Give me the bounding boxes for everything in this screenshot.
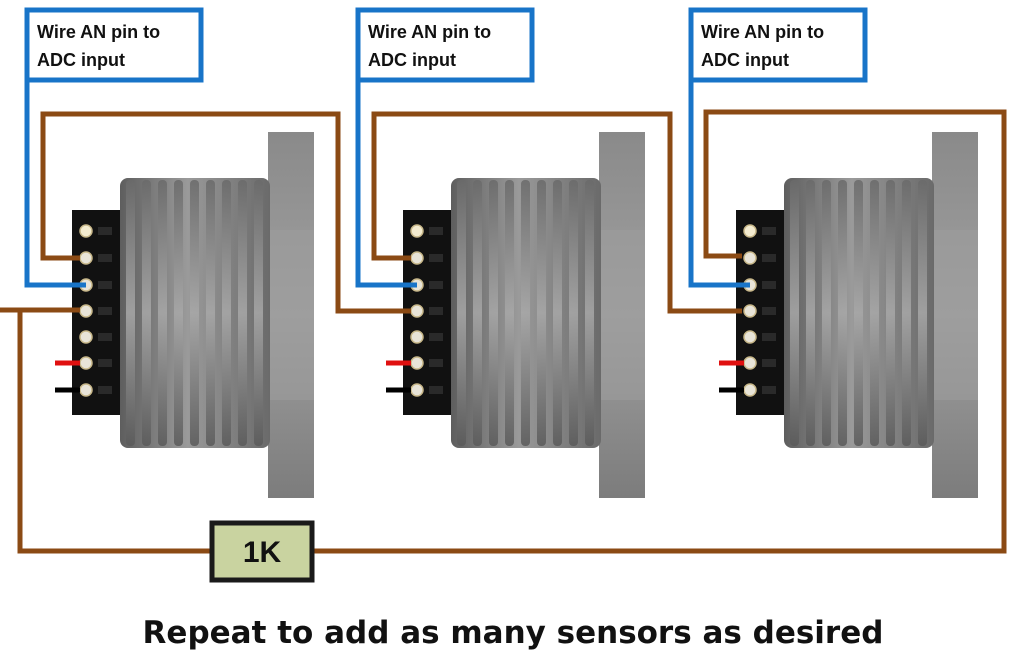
an-label-line1: Wire AN pin to [368, 22, 491, 42]
sensor-pcb-header [736, 210, 784, 415]
an-wire [355, 80, 417, 288]
pin-pad [79, 304, 93, 318]
pin-pad [743, 330, 757, 344]
pin-pad [410, 383, 424, 397]
caption: Repeat to add as many sensors as desired [143, 615, 884, 651]
pin-pad [743, 356, 757, 370]
resistor: 1K [209, 520, 315, 583]
pin-pad [79, 383, 93, 397]
chain-wire-1-2 [40, 111, 411, 314]
an-wire [688, 80, 750, 288]
an-wire [24, 80, 86, 288]
pin-pad [79, 251, 93, 265]
an-label-box [688, 7, 868, 83]
pin-pad [410, 251, 424, 265]
an-label-line1: Wire AN pin to [701, 22, 824, 42]
chain-wire-2-3 [371, 111, 742, 314]
sensor-unit-2: Wire AN pin to ADC input [355, 7, 645, 498]
sensor-unit-3: Wire AN pin to ADC input [688, 7, 978, 498]
pin-pad [79, 224, 93, 238]
pin-pad [743, 224, 757, 238]
an-label-box [355, 7, 535, 83]
an-label-line2: ADC input [37, 50, 125, 70]
pin-pad [410, 304, 424, 318]
return-wire [0, 109, 1007, 554]
an-label-line1: Wire AN pin to [37, 22, 160, 42]
pin-pad [743, 304, 757, 318]
resistor-body [209, 520, 315, 583]
an-label-box [24, 7, 204, 83]
an-label-line2: ADC input [368, 50, 456, 70]
pin-pad [410, 224, 424, 238]
resistor-label: 1K [243, 536, 282, 569]
pin-pad [79, 330, 93, 344]
pin-pad [410, 356, 424, 370]
pin-pad [410, 330, 424, 344]
sensor-unit-1: Wire AN pin to ADC input [24, 7, 314, 498]
pin-pad [743, 383, 757, 397]
an-label-line2: ADC input [701, 50, 789, 70]
pin-pad [79, 356, 93, 370]
pin-pad [743, 251, 757, 265]
